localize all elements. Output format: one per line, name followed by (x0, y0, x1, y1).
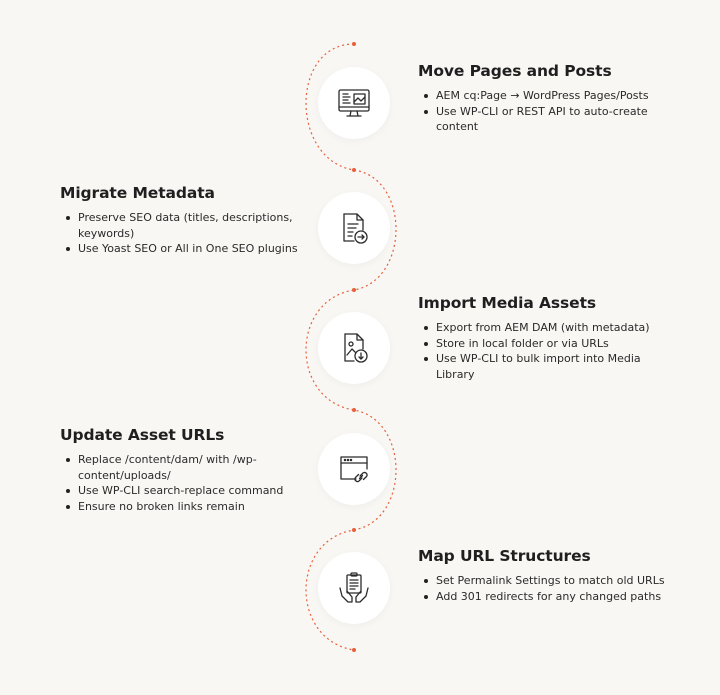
document-arrow-icon (343, 213, 368, 244)
step-5-text: Map URL Structures Set Permalink Setting… (418, 547, 668, 604)
step-bullets: AEM cq:Page → WordPress Pages/Posts Use … (418, 88, 668, 135)
document-hands-icon (339, 572, 369, 603)
step-3-text: Import Media Assets Export from AEM DAM … (418, 294, 668, 382)
step-title: Map URL Structures (418, 547, 591, 565)
step-title: Import Media Assets (418, 294, 597, 312)
step-5-icon-circle (318, 552, 390, 624)
path-dot (352, 408, 356, 412)
step-1-icon-circle (318, 67, 390, 139)
list-item: Store in local folder or via URLs (418, 336, 668, 352)
path-dot (352, 42, 356, 46)
step-3-icon-circle (318, 312, 390, 384)
path-dot (352, 528, 356, 532)
step-2-icon-circle (318, 192, 390, 264)
path-dot (352, 648, 356, 652)
image-file-download-icon (344, 333, 368, 363)
path-dot (352, 288, 356, 292)
step-title: Move Pages and Posts (418, 62, 612, 80)
browser-link-icon (340, 456, 368, 483)
step-title: Migrate Metadata (60, 184, 215, 202)
step-bullets: Preserve SEO data (titles, descriptions,… (60, 210, 310, 257)
list-item: Use WP-CLI to bulk import into Media Lib… (418, 351, 668, 382)
list-item: Replace /content/dam/ with /wp-content/u… (60, 452, 310, 483)
step-bullets: Replace /content/dam/ with /wp-content/u… (60, 452, 310, 514)
step-bullets: Set Permalink Settings to match old URLs… (418, 573, 668, 604)
step-bullets: Export from AEM DAM (with metadata) Stor… (418, 320, 668, 382)
list-item: Set Permalink Settings to match old URLs (418, 573, 668, 589)
step-1-text: Move Pages and Posts AEM cq:Page → WordP… (418, 62, 668, 135)
step-2-text: Migrate Metadata Preserve SEO data (titl… (60, 184, 310, 257)
list-item: Use WP-CLI or REST API to auto-create co… (418, 104, 668, 135)
step-4-text: Update Asset URLs Replace /content/dam/ … (60, 426, 310, 514)
list-item: Use Yoast SEO or All in One SEO plugins (60, 241, 310, 257)
list-item: AEM cq:Page → WordPress Pages/Posts (418, 88, 668, 104)
list-item: Add 301 redirects for any changed paths (418, 589, 668, 605)
path-dot (352, 168, 356, 172)
list-item: Use WP-CLI search-replace command (60, 483, 310, 499)
list-item: Preserve SEO data (titles, descriptions,… (60, 210, 310, 241)
step-4-icon-circle (318, 433, 390, 505)
list-item: Ensure no broken links remain (60, 499, 310, 515)
list-item: Export from AEM DAM (with metadata) (418, 320, 668, 336)
step-title: Update Asset URLs (60, 426, 225, 444)
monitor-layout-icon (338, 89, 370, 117)
